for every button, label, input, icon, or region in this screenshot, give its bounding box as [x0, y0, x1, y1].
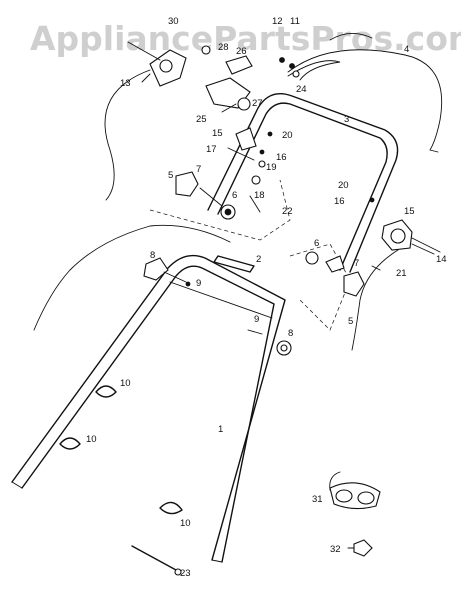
callout-5-right: 5 [348, 316, 353, 327]
safety-goggles [329, 471, 381, 510]
callout-20-left: 20 [282, 130, 293, 141]
callout-10-a: 10 [120, 378, 131, 389]
control-box-right [369, 197, 441, 253]
callout-15-left: 15 [212, 128, 223, 139]
callout-7-right: 7 [354, 258, 359, 269]
callout-30: 30 [168, 16, 179, 27]
leader-lines [141, 73, 435, 271]
callout-12: 12 [272, 16, 283, 27]
callout-9-lower: 9 [254, 314, 259, 325]
clip-1 [95, 385, 117, 398]
callout-16-left: 16 [276, 152, 287, 163]
upper-handle [207, 93, 399, 273]
callout-25: 25 [196, 114, 207, 125]
callout-1: 1 [218, 424, 223, 435]
callout-5-left: 5 [168, 170, 173, 181]
lower-handle [11, 254, 286, 563]
callout-8-upper: 8 [150, 250, 155, 261]
clip-3 [159, 501, 183, 515]
bolt-23 [131, 545, 182, 576]
crossbar [213, 255, 255, 273]
callout-16-right: 16 [334, 196, 345, 207]
bushing-lower [247, 329, 292, 356]
callout-24: 24 [296, 84, 307, 95]
knob-left [175, 171, 236, 220]
fasteners-top [279, 57, 300, 78]
callout-labels: 1 2 3 4 5 5 6 6 7 7 8 8 9 9 10 10 10 11 … [86, 16, 447, 579]
callout-3: 3 [344, 114, 349, 125]
callout-21: 21 [396, 268, 407, 279]
cable-left [33, 69, 291, 331]
callout-11: 11 [290, 16, 300, 27]
callout-27: 27 [252, 98, 263, 109]
callout-6-left: 6 [232, 190, 237, 201]
callout-20-right: 20 [338, 180, 349, 191]
cable-right [289, 243, 399, 351]
watermark-text: AppliancePartsPros.com [30, 19, 461, 58]
clip-2 [59, 437, 81, 450]
callout-10-b: 10 [86, 434, 97, 445]
callout-4: 4 [404, 44, 409, 55]
callout-8-lower: 8 [288, 328, 293, 339]
knob-right [305, 251, 365, 297]
callout-18: 18 [254, 190, 265, 201]
callout-6-right: 6 [314, 238, 319, 249]
callout-10-c: 10 [180, 518, 191, 529]
bushing-upper [143, 257, 191, 287]
callout-15-right: 15 [404, 206, 415, 217]
callout-19: 19 [266, 162, 277, 173]
callout-31: 31 [312, 494, 323, 505]
callout-2: 2 [256, 254, 261, 265]
bracket-assembly [201, 45, 253, 111]
callout-14: 14 [436, 254, 447, 265]
part-32 [347, 539, 373, 557]
cable-upper [287, 33, 443, 153]
callout-13: 13 [120, 78, 131, 89]
callout-26: 26 [236, 46, 247, 57]
hardware-left-cluster [227, 127, 273, 185]
callout-17: 17 [206, 144, 217, 155]
callout-22: 22 [282, 206, 293, 217]
callout-32: 32 [330, 544, 341, 555]
callout-9-upper: 9 [196, 278, 201, 289]
callout-23: 23 [180, 568, 191, 579]
control-box-left [127, 41, 187, 87]
callout-7-left: 7 [196, 164, 201, 175]
callout-28: 28 [218, 42, 229, 53]
